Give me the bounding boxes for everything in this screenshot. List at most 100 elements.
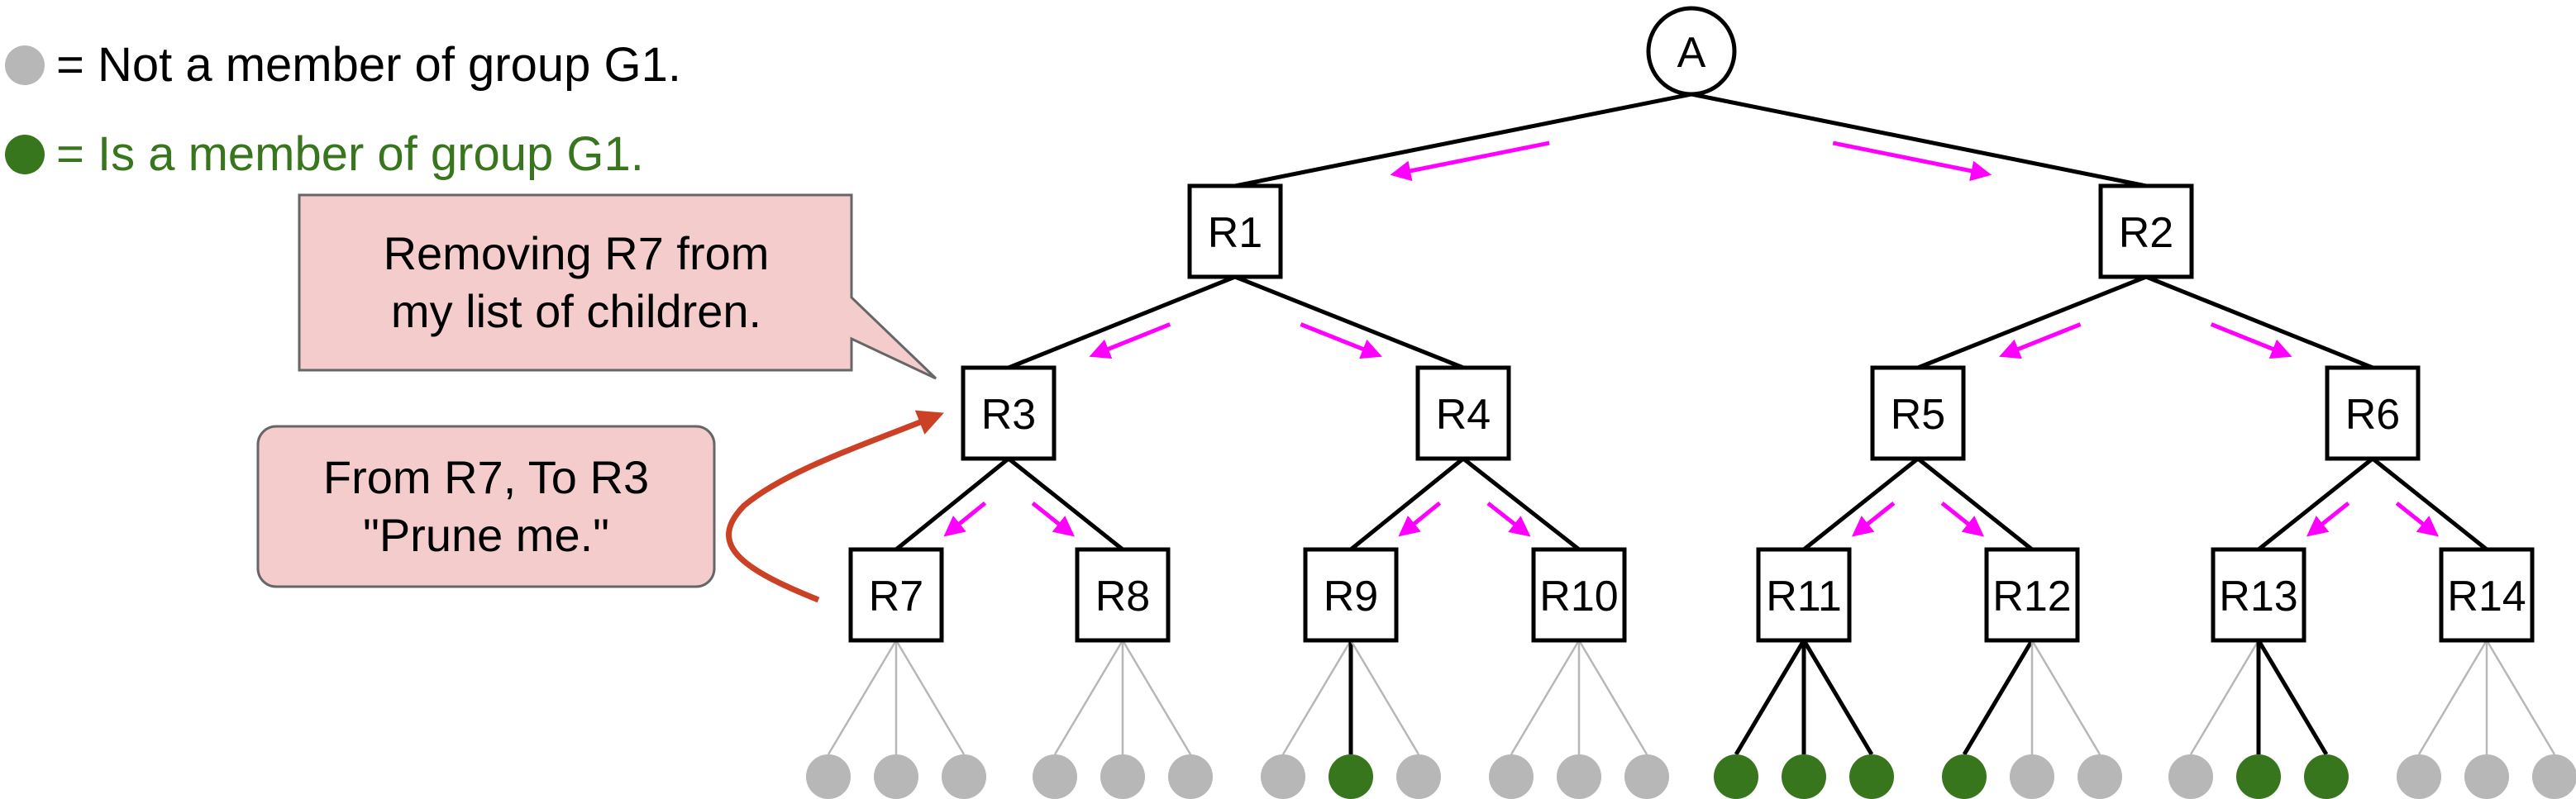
router-node-R11	[1756, 547, 1852, 643]
router-node-R13	[2211, 547, 2306, 643]
link-A-R1	[1234, 92, 1692, 188]
router-label-R12: R12	[1992, 573, 2071, 621]
callout-parent-shape	[298, 193, 937, 380]
host-link-R14-3	[2485, 640, 2556, 755]
host-link-R11-1	[1734, 639, 1806, 756]
callout-parent-line-1: Removing R7 from	[383, 227, 770, 279]
non-member-dot-icon	[5, 45, 45, 85]
host-link-R10-1	[1510, 640, 1581, 755]
non-member-host-R7-1	[806, 754, 851, 799]
link-R5-R11	[1802, 457, 1920, 551]
router-node-R14	[2439, 547, 2535, 643]
non-member-host-R12-3	[2077, 754, 2122, 799]
flow-arrow-R1-R4	[1300, 322, 1382, 359]
router-label-R3: R3	[981, 391, 1036, 439]
router-label-R7: R7	[869, 573, 923, 621]
non-member-host-R8-1	[1033, 754, 1077, 799]
router-node-R2	[2098, 183, 2194, 279]
router-node-R5	[1870, 365, 1966, 461]
router-node-R12	[1984, 547, 2080, 643]
member-host-R11-3	[1849, 754, 1894, 799]
host-link-R9-3	[1349, 640, 1420, 755]
host-link-R7-1	[827, 640, 898, 755]
member-host-R9-2	[1329, 754, 1373, 799]
non-member-host-R9-1	[1261, 754, 1305, 799]
flow-arrow-R3-R8	[1031, 502, 1076, 537]
host-link-R13-1	[2189, 640, 2260, 755]
legend-member-text: = Is a member of group G1.	[56, 127, 644, 181]
non-member-host-R14-3	[2532, 754, 2576, 799]
legend-non-member: = Not a member of group G1.	[5, 41, 681, 89]
non-member-host-R9-3	[1396, 754, 1441, 799]
router-node-R3	[961, 365, 1057, 461]
flow-arrow-R4-R9	[1398, 501, 1442, 537]
link-R3-R8	[1007, 457, 1124, 551]
router-label-R14: R14	[2447, 573, 2526, 621]
router-node-R9	[1303, 547, 1399, 643]
root-node	[1646, 6, 1737, 97]
flow-arrow-R1-R3	[1089, 322, 1171, 359]
link-R4-R9	[1349, 457, 1465, 551]
host-link-R12-3	[2030, 640, 2101, 755]
router-label-R2: R2	[2119, 209, 2173, 257]
router-node-R4	[1415, 365, 1511, 461]
member-host-R12-1	[1942, 754, 1987, 799]
router-label-R13: R13	[2219, 573, 2297, 621]
callout-prune-shape	[256, 425, 716, 588]
link-R4-R10	[1462, 457, 1581, 551]
link-R5-R12	[1916, 457, 2034, 551]
flow-arrow-R3-R7	[943, 501, 987, 537]
router-label-R8: R8	[1095, 573, 1150, 621]
non-member-host-R8-3	[1168, 754, 1213, 799]
link-R1-R4	[1234, 274, 1464, 370]
callout-parent-line-2: my list of children.	[390, 285, 762, 337]
non-member-host-R14-2	[2464, 754, 2509, 799]
member-host-R11-1	[1714, 754, 1758, 799]
link-R3-R7	[894, 457, 1010, 551]
link-R6-R14	[2371, 457, 2488, 551]
router-label-R1: R1	[1208, 209, 1262, 257]
link-A-R2	[1691, 92, 2147, 188]
router-label-R11: R11	[1766, 573, 1842, 621]
non-member-host-R8-2	[1100, 754, 1145, 799]
host-link-R8-1	[1053, 640, 1124, 755]
non-member-host-R7-2	[874, 754, 918, 799]
data-flow-arrows	[943, 140, 2440, 537]
tree-links	[894, 92, 2488, 551]
flow-arrow-R5-R11	[1851, 502, 1896, 537]
host-link-R12-1	[1962, 639, 2035, 756]
host-link-R14-1	[2417, 640, 2488, 755]
flow-arrow-R2-R6	[2210, 322, 2292, 359]
non-member-host-R10-3	[1624, 754, 1669, 799]
non-member-host-R7-3	[942, 754, 986, 799]
flow-arrow-R2-R5	[1999, 322, 2082, 359]
callout-prune-line-1: From R7, To R3	[322, 451, 650, 503]
link-R1-R3	[1008, 274, 1236, 370]
callout-prune-message: From R7, To R3 "Prune me."	[258, 426, 714, 587]
prune-message-arrow	[726, 410, 944, 603]
non-member-host-R10-1	[1489, 754, 1534, 799]
host-links	[827, 639, 2556, 756]
host-link-R10-3	[1577, 640, 1648, 755]
host-link-R8-3	[1121, 640, 1192, 755]
router-label-R6: R6	[2345, 391, 2400, 439]
router-label-R4: R4	[1436, 391, 1491, 439]
non-member-host-R14-1	[2397, 754, 2441, 799]
router-label-R9: R9	[1324, 573, 1378, 621]
flow-arrow-R6-R14	[2395, 502, 2440, 537]
hosts	[806, 754, 2576, 799]
link-R2-R5	[1917, 274, 2147, 370]
link-R6-R13	[2257, 457, 2374, 551]
host-link-R9-1	[1281, 640, 1352, 755]
flow-arrow-R5-R12	[1940, 502, 1985, 537]
router-node-R6	[2325, 365, 2421, 461]
host-link-R13-3	[2256, 639, 2329, 756]
legend-member: = Is a member of group G1.	[5, 131, 644, 178]
root-node-label: A	[1677, 29, 1706, 77]
router-node-R8	[1075, 547, 1171, 643]
router-node-R10	[1531, 547, 1627, 643]
member-host-R13-3	[2304, 754, 2349, 799]
